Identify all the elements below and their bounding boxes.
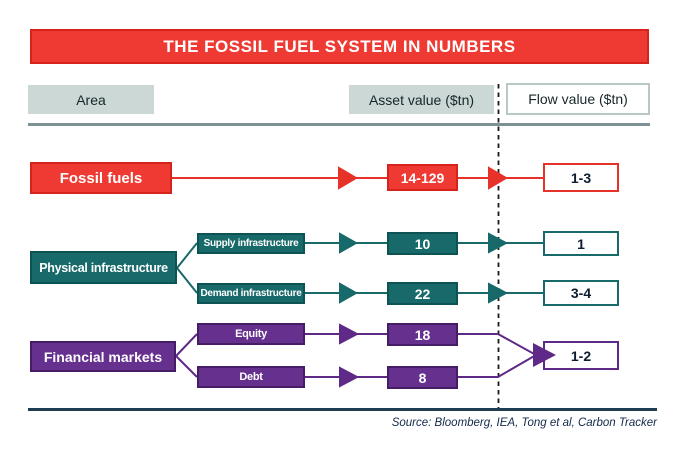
area-header-label: Area bbox=[76, 91, 106, 108]
fossil-asset-value: 14-129 bbox=[400, 169, 445, 186]
demand-asset-value-box: 22 bbox=[387, 282, 458, 305]
fossil-flow-value: 1-3 bbox=[570, 169, 592, 186]
supply-asset-value: 10 bbox=[414, 235, 431, 252]
column-header-flow-value: Flow value ($tn) bbox=[506, 83, 650, 115]
equity-label: Equity bbox=[235, 328, 267, 340]
arrow-right-icon bbox=[339, 232, 359, 254]
equity-asset-value-box: 18 bbox=[387, 323, 458, 346]
equity-asset-value: 18 bbox=[414, 326, 431, 343]
asset-header-label: Asset value ($tn) bbox=[368, 91, 475, 108]
supply-infrastructure-label: Supply infrastructure bbox=[203, 238, 299, 249]
arrow-right-icon bbox=[339, 323, 360, 345]
supply-infrastructure-box: Supply infrastructure bbox=[197, 233, 305, 254]
bottom-rule bbox=[28, 408, 657, 411]
debt-asset-value-box: 8 bbox=[387, 366, 458, 389]
arrow-right-icon bbox=[339, 366, 360, 388]
debt-box: Debt bbox=[197, 366, 305, 388]
column-header-asset-value: Asset value ($tn) bbox=[349, 85, 494, 114]
arrow-right-icon bbox=[488, 232, 509, 254]
demand-flow-value-box: 3-4 bbox=[543, 280, 619, 306]
source-attribution: Source: Bloomberg, IEA, Tong et al, Carb… bbox=[391, 417, 657, 429]
page-title: THE FOSSIL FUEL SYSTEM IN NUMBERS bbox=[163, 36, 516, 56]
arrow-right-icon bbox=[338, 166, 358, 190]
financial-markets-label: Financial markets bbox=[43, 348, 163, 365]
supply-flow-value-box: 1 bbox=[543, 231, 619, 256]
column-header-area: Area bbox=[28, 85, 154, 114]
arrow-right-icon bbox=[488, 166, 508, 190]
fossil-connectors bbox=[172, 166, 543, 190]
fossil-asset-value-box: 14-129 bbox=[387, 164, 458, 191]
arrow-right-icon bbox=[488, 282, 509, 304]
physical-infrastructure-box: Physical infrastructure bbox=[30, 251, 177, 284]
financial-flow-value-box: 1-2 bbox=[543, 341, 619, 370]
supply-asset-value-box: 10 bbox=[387, 232, 458, 255]
title-banner: THE FOSSIL FUEL SYSTEM IN NUMBERS bbox=[30, 29, 649, 64]
fossil-fuels-box: Fossil fuels bbox=[30, 162, 172, 194]
demand-flow-value: 3-4 bbox=[570, 285, 592, 301]
financial-flow-value: 1-2 bbox=[570, 347, 592, 364]
fossil-flow-value-box: 1-3 bbox=[543, 163, 619, 192]
demand-infrastructure-label: Demand infrastructure bbox=[200, 288, 302, 299]
debt-asset-value: 8 bbox=[418, 369, 427, 386]
flow-header-label: Flow value ($tn) bbox=[528, 91, 628, 107]
supply-flow-value: 1 bbox=[577, 235, 585, 252]
physical-infrastructure-label: Physical infrastructure bbox=[39, 260, 168, 275]
financial-markets-box: Financial markets bbox=[30, 341, 176, 372]
debt-label: Debt bbox=[239, 371, 263, 383]
header-divider-rule bbox=[28, 123, 650, 126]
equity-box: Equity bbox=[197, 323, 305, 345]
fossil-fuels-label: Fossil fuels bbox=[59, 169, 143, 187]
demand-asset-value: 22 bbox=[414, 285, 431, 302]
demand-infrastructure-box: Demand infrastructure bbox=[197, 283, 305, 304]
arrow-right-icon bbox=[339, 282, 359, 304]
